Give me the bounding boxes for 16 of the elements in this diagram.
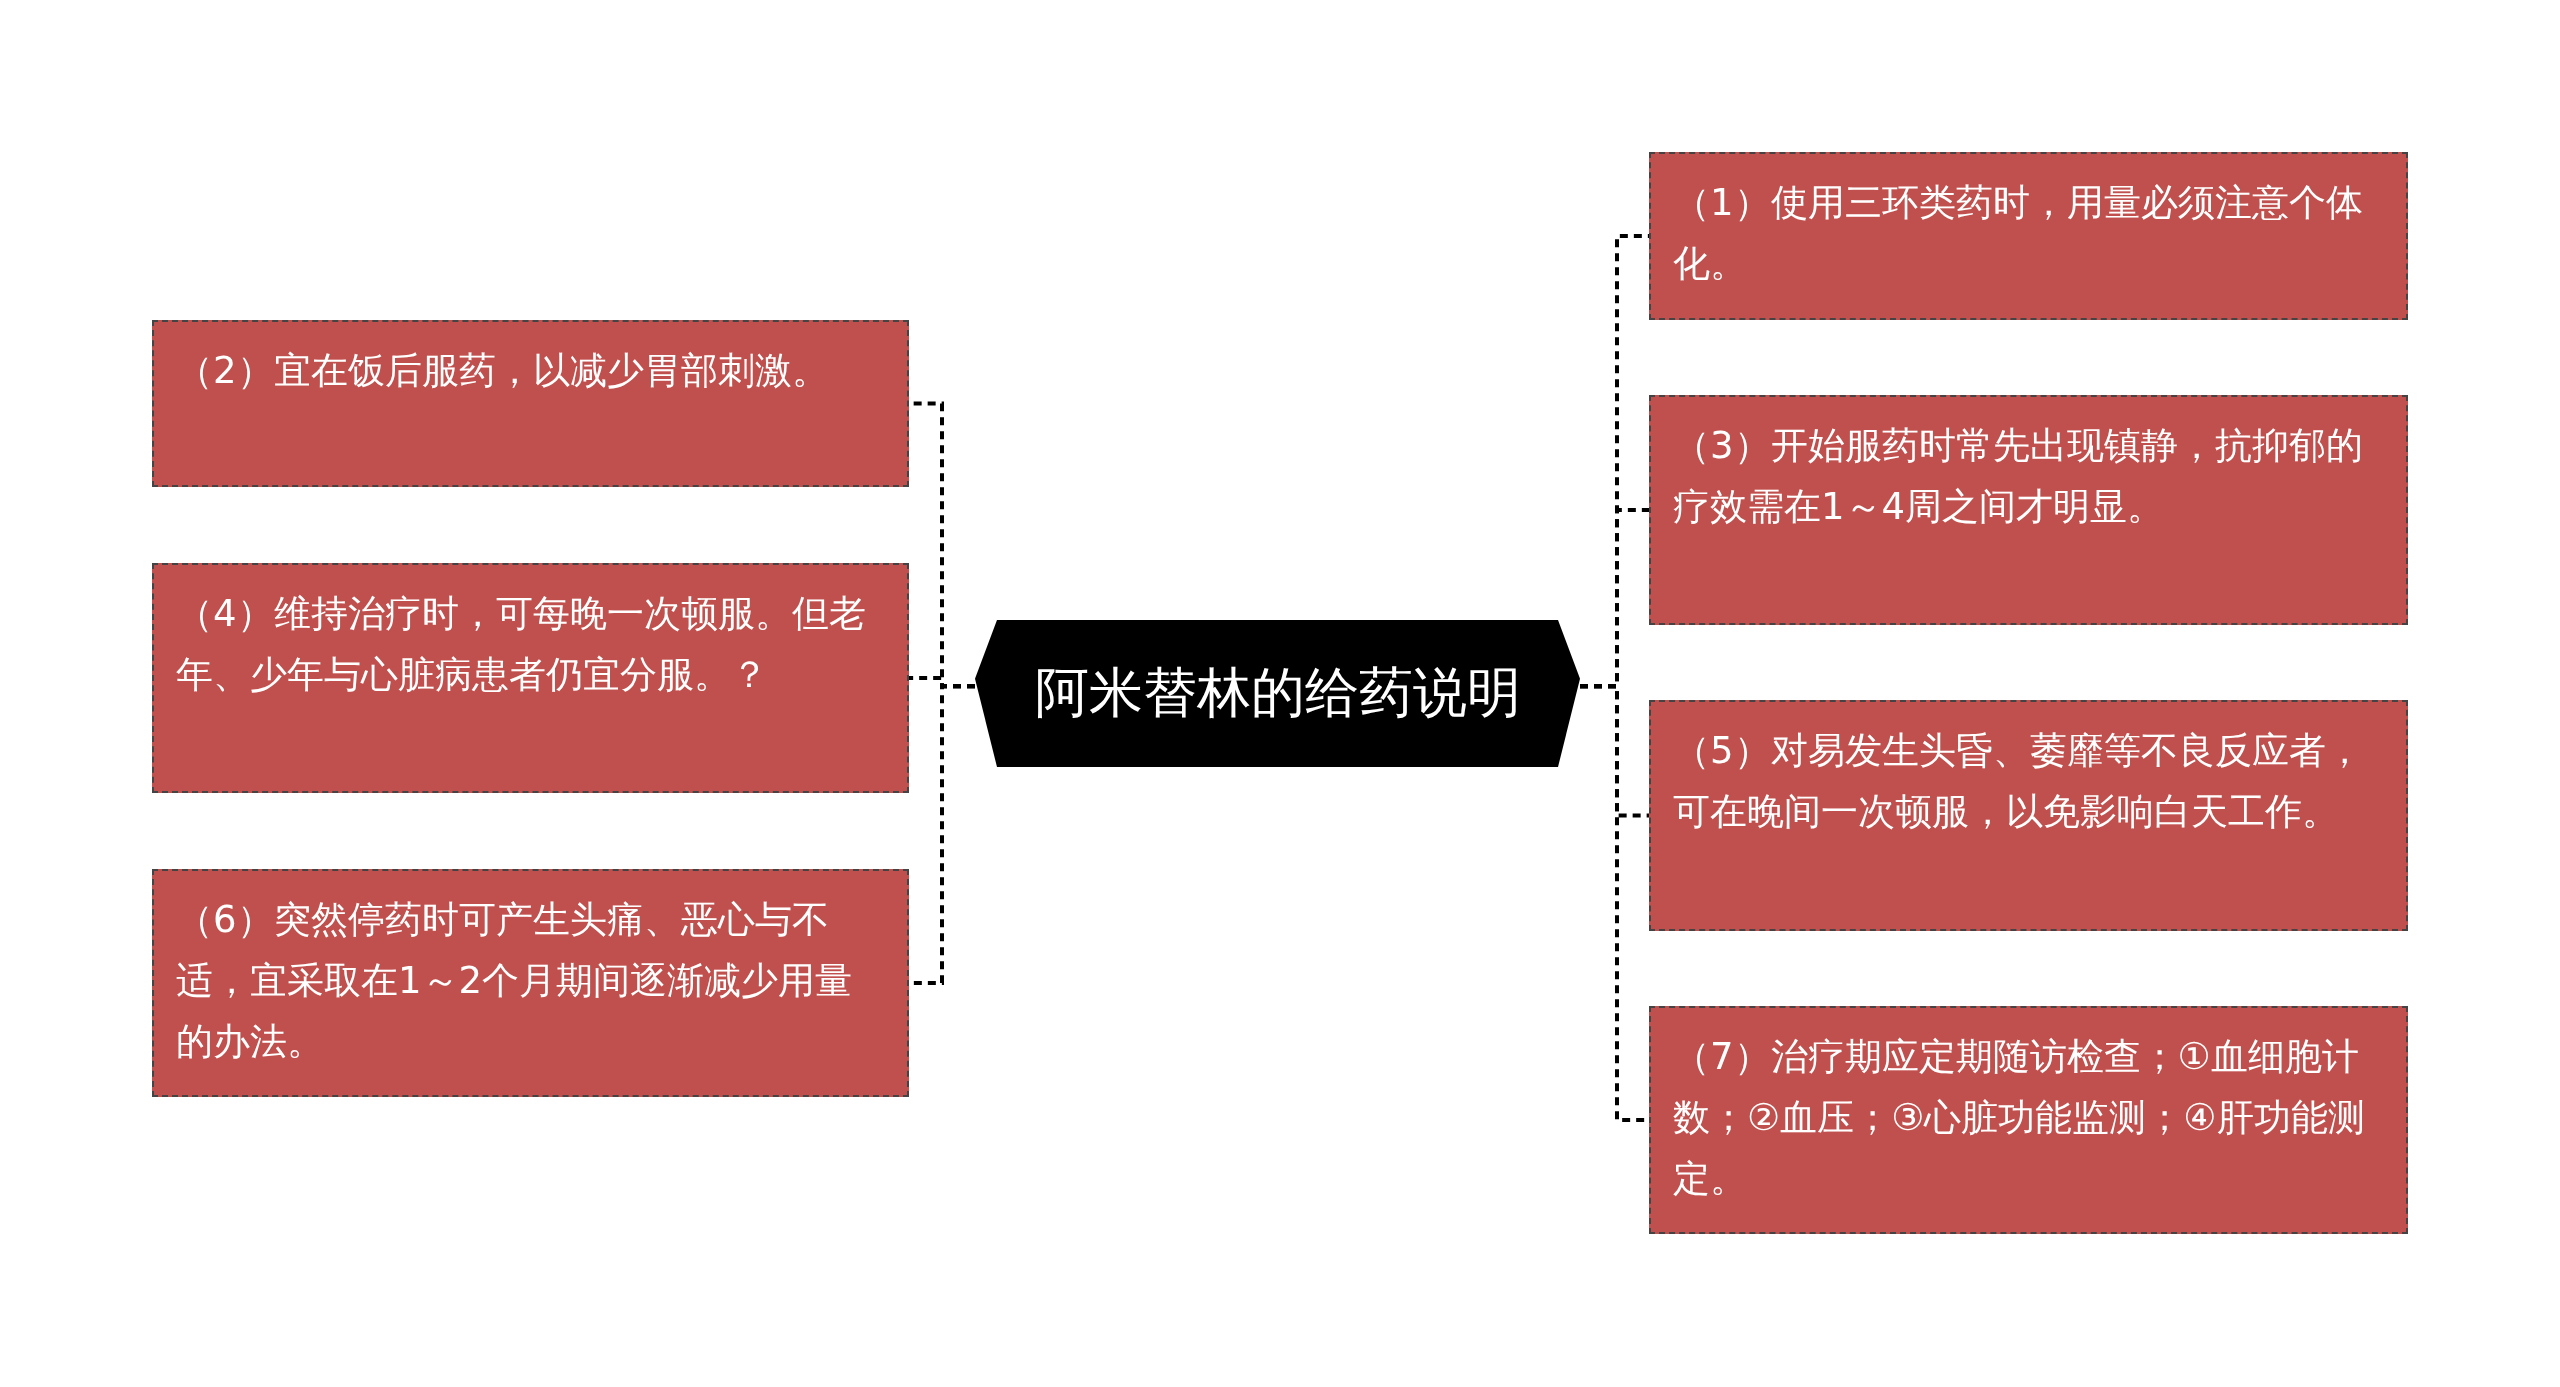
node-text: （3）开始服药时常先出现镇静，抗抑郁的疗效需在1～4周之间才明显。: [1673, 423, 2364, 530]
hexagon-node: [975, 620, 1580, 767]
node-text: （2）宜在饭后服药，以减少胃部刺激。: [176, 348, 830, 394]
text-box: [152, 563, 909, 793]
node-text: （4）维持治疗时，可每晚一次顿服。但老年、少年与心脏病患者仍宜分服。？: [176, 591, 867, 698]
node-text: （6）突然停药时可产生头痛、恶心与不适，宜采取在1～2个月期间逐渐减少用量的办法。: [176, 897, 854, 1065]
node-text: （7）治疗期应定期随访检查；①血细胞计数；②血压；③心脏功能监测；④肝功能测定。: [1673, 1034, 2366, 1202]
node-text: （5）对易发生头昏、萎靡等不良反应者，可在晚间一次顿服，以免影响白天工作。: [1673, 728, 2364, 835]
text-box: [152, 320, 909, 487]
node-title: 阿米替林的给药说明: [1034, 660, 1521, 726]
text-box: [152, 869, 909, 1097]
text-box: [1649, 1006, 2408, 1234]
node-text: （1）使用三环类药时，用量必须注意个体化。: [1673, 180, 2364, 287]
text-box: [1649, 395, 2408, 625]
text-box: [1649, 152, 2408, 320]
text-box: [1649, 700, 2408, 931]
